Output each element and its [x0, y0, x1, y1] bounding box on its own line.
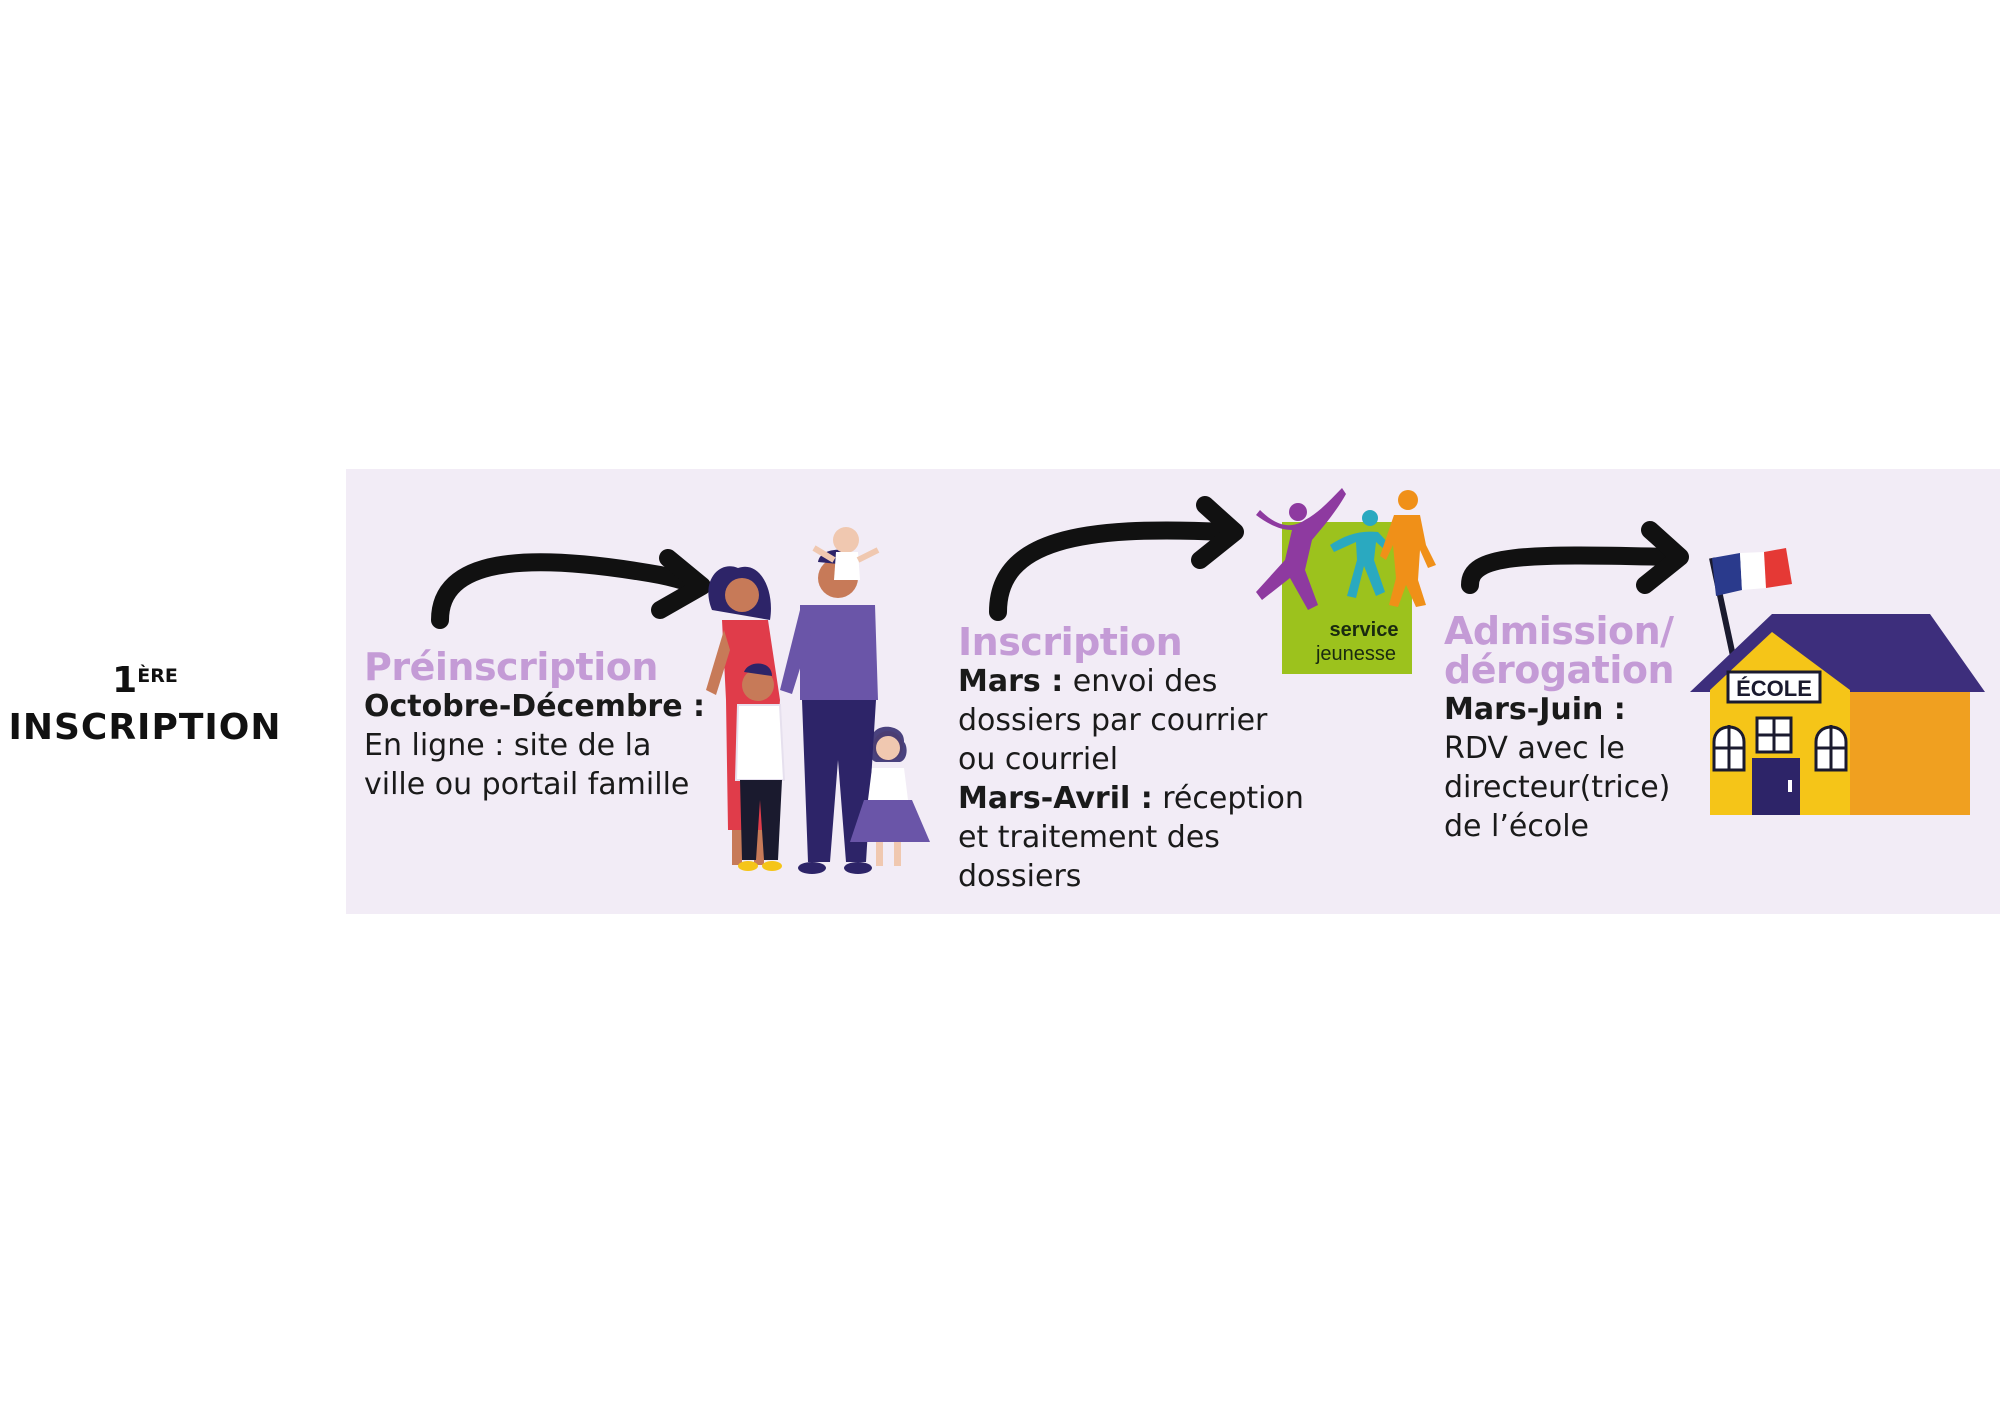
logo-line-2: jeunesse — [1315, 643, 1396, 665]
logo-line-1: service — [1330, 619, 1399, 641]
step-title-line: dérogation — [1444, 648, 1675, 692]
french-flag-icon — [1712, 548, 1792, 596]
step-line: dossiers par courrier — [958, 703, 1268, 738]
step-line: En ligne : site de la — [364, 728, 652, 763]
arrow-icon — [1461, 521, 1689, 594]
step-title: Préinscription — [364, 645, 658, 689]
family-illustration — [706, 527, 930, 874]
title-superscript: ÈRE — [137, 664, 178, 687]
step-line: Mars : envoi des — [958, 664, 1218, 699]
step-admission: Admission/ dérogation Mars-Juin : RDV av… — [1444, 609, 1675, 846]
arrow-icon — [431, 549, 711, 629]
arrow-icon — [989, 496, 1244, 621]
title-number: 1 — [112, 660, 138, 701]
step-preinscription: Préinscription Octobre-Décembre : En lig… — [364, 648, 705, 804]
step-title: Inscription — [958, 620, 1183, 664]
step-line: Mars-Avril : réception — [958, 781, 1304, 816]
school-sign: ÉCOLE — [1736, 676, 1812, 701]
step-line: Octobre-Décembre : — [364, 689, 706, 724]
page-title: 1ÈRE INSCRIPTION — [0, 660, 290, 748]
step-line: et traitement des — [958, 820, 1220, 855]
step-title-line: Admission/ — [1444, 609, 1674, 653]
step-line: ville ou portail famille — [364, 767, 690, 802]
step-line: de l’école — [1444, 809, 1590, 844]
step-line: Mars-Juin : — [1444, 692, 1626, 727]
step-line: directeur(trice) — [1444, 770, 1671, 805]
step-line: ou courriel — [958, 742, 1119, 777]
service-jeunesse-logo: service jeunesse — [1256, 488, 1436, 674]
step-line: RDV avec le — [1444, 731, 1625, 766]
step-line: dossiers — [958, 859, 1082, 894]
school-building-illustration: ÉCOLE — [1690, 548, 1985, 815]
step-inscription: Inscription Mars : envoi des dossiers pa… — [958, 623, 1304, 896]
title-word: INSCRIPTION — [8, 707, 282, 748]
